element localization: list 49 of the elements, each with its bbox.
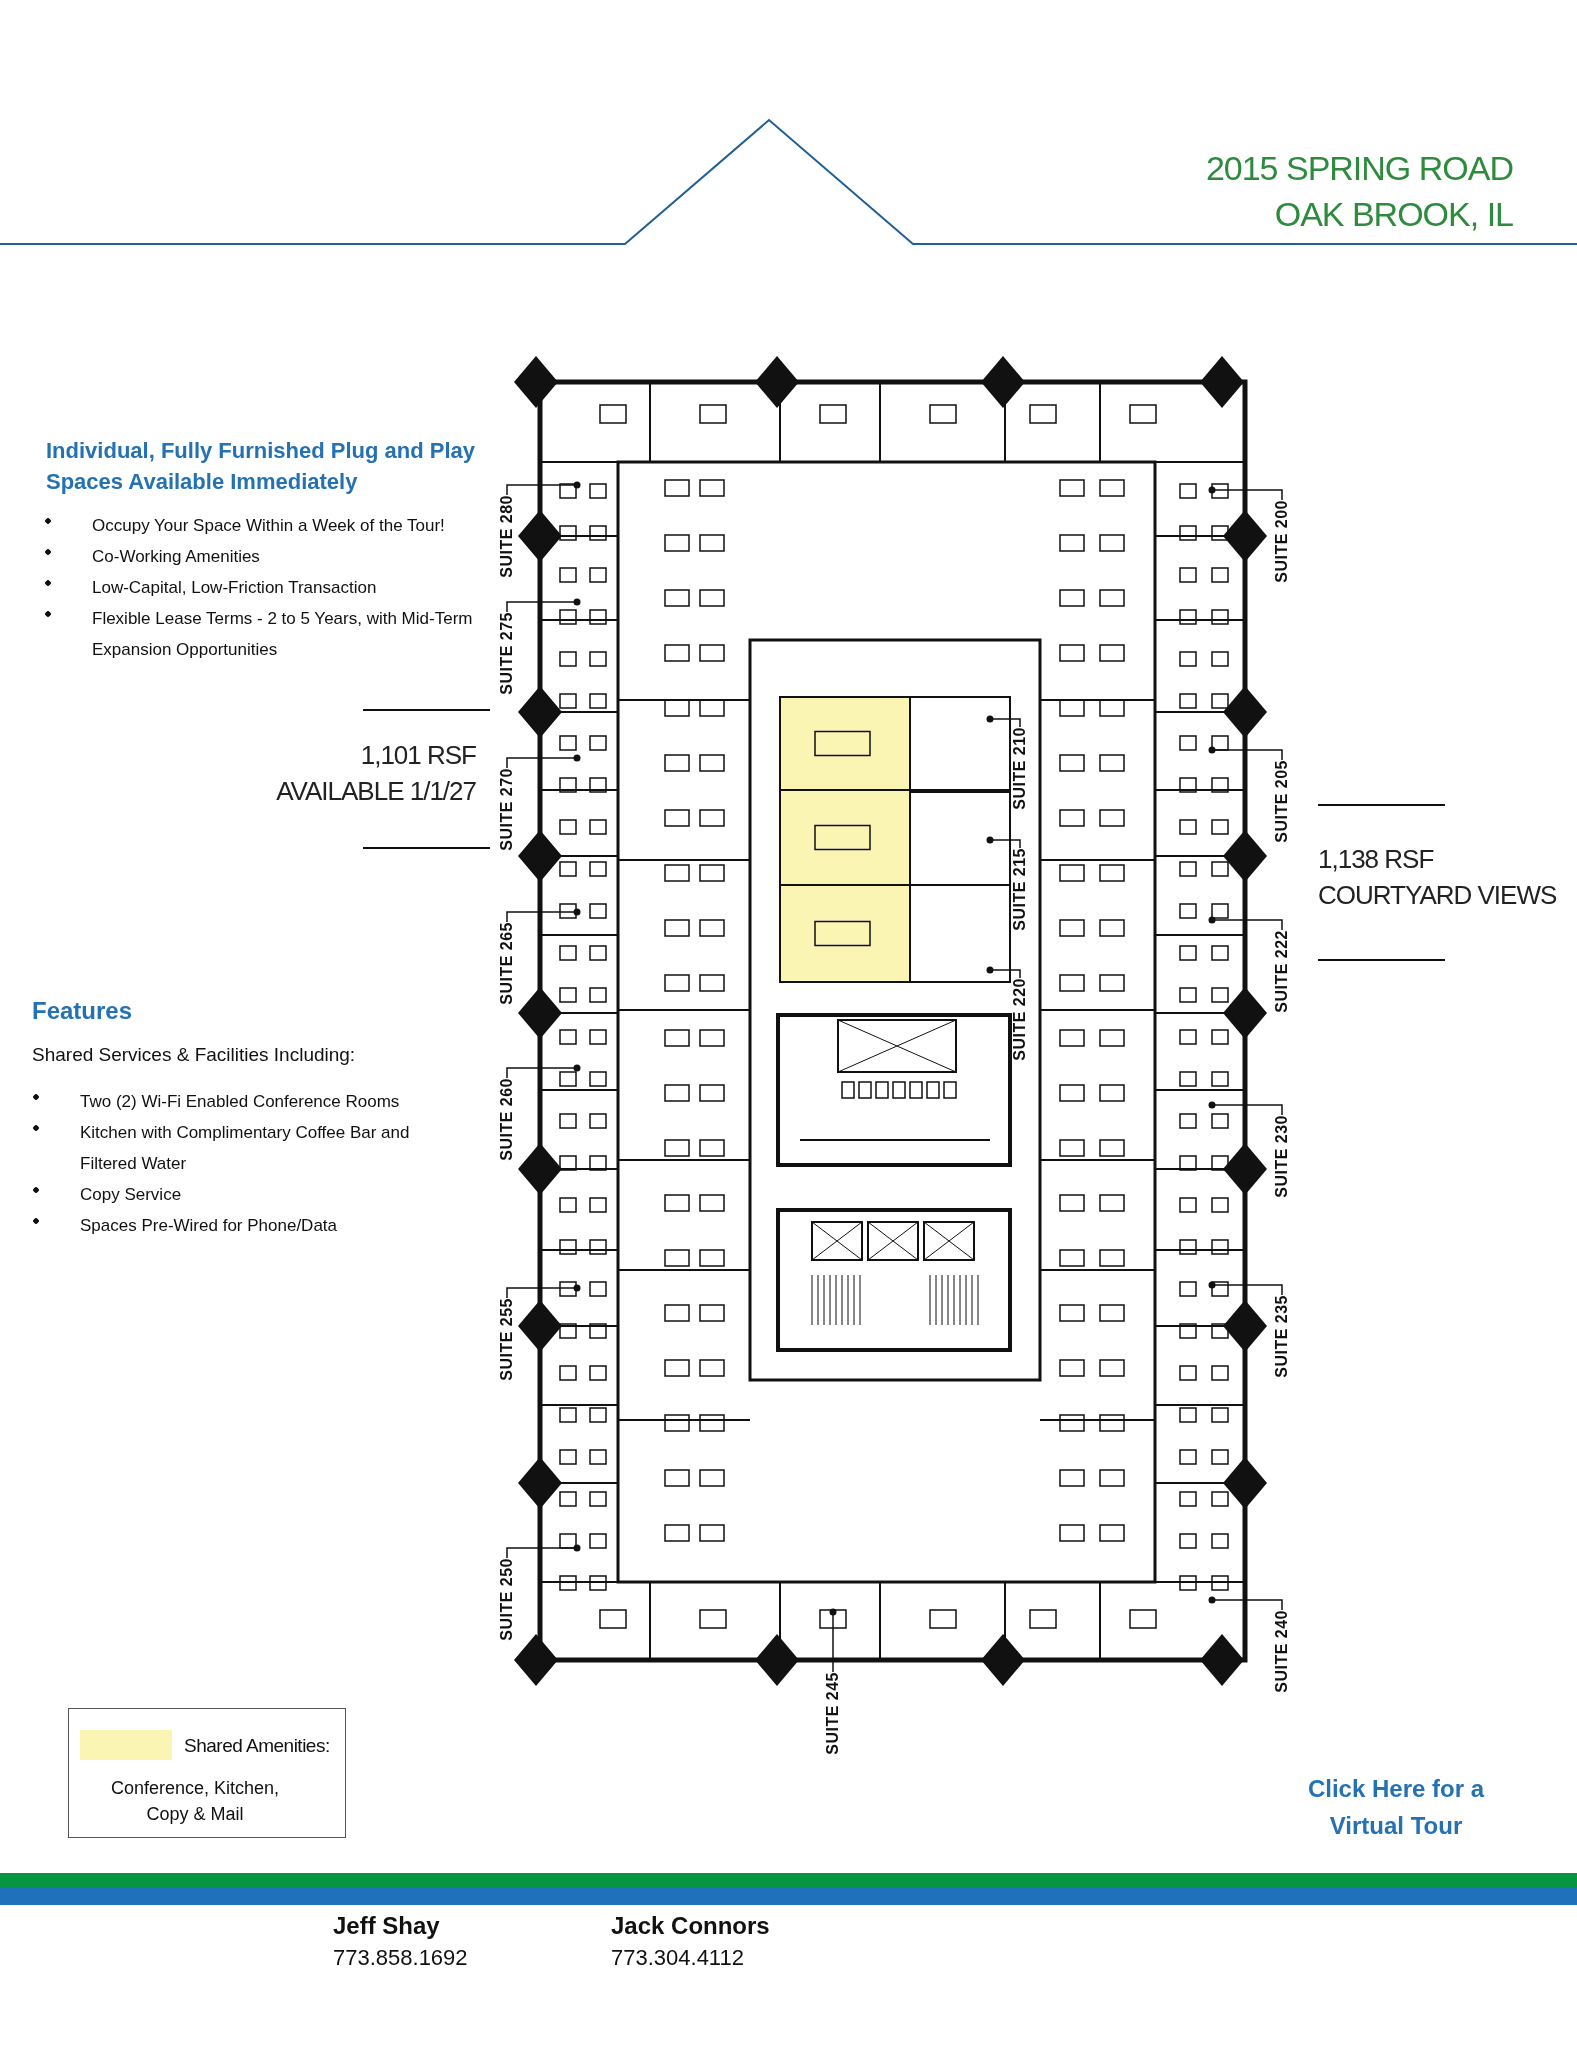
feature-heading: Individual, Fully Furnished Plug and Play Spaces Available Immediately <box>46 437 477 496</box>
suite-label: SUITE 275 <box>498 612 516 695</box>
availability-label: AVAILABLE 1/1/27 <box>276 775 476 808</box>
leader-line <box>506 1284 581 1299</box>
leader-line <box>1208 486 1283 501</box>
suite-label: SUITE 205 <box>1273 760 1291 843</box>
virtual-tour-link: Click Here for a Virtual Tour <box>1306 1774 1486 1841</box>
leader-line <box>506 1064 581 1079</box>
suite-label: SUITE 240 <box>1273 1610 1291 1693</box>
legend-note: Conference, Kitchen, Copy & Mail <box>109 1777 281 1826</box>
suite-label: SUITE 200 <box>1273 500 1291 583</box>
leader-line <box>1208 1281 1283 1296</box>
leader-line <box>506 1544 581 1559</box>
leader-line <box>506 598 581 613</box>
suite-label: SUITE 270 <box>498 768 516 851</box>
suite-label: SUITE 210 <box>1011 727 1029 810</box>
suite-label: SUITE 220 <box>1011 978 1029 1061</box>
suite-label: SUITE 265 <box>498 922 516 1005</box>
leader-line <box>1208 1596 1283 1611</box>
leader-line <box>986 836 1021 849</box>
suite-label: SUITE 250 <box>498 1558 516 1641</box>
leader-line <box>1208 746 1283 761</box>
leader-line <box>506 908 581 923</box>
suite-label: SUITE 245 <box>824 1672 842 1755</box>
leader-line <box>506 481 581 496</box>
suite-label: SUITE 255 <box>498 1298 516 1381</box>
suite-label: SUITE 230 <box>1273 1115 1291 1198</box>
suite-label: SUITE 235 <box>1273 1295 1291 1378</box>
leader-line <box>1208 916 1283 931</box>
area-label: 1,101 RSF <box>360 739 476 772</box>
leader-line <box>829 1608 837 1673</box>
phone-number: 773.304.4112 <box>611 1945 744 1971</box>
phone-number: 773.858.1692 <box>333 1945 468 1971</box>
area-label: 1,138 RSF <box>1318 843 1434 876</box>
services-intro: Shared Services & Facilities Including: <box>32 1044 356 1066</box>
contact-name: Jack Connors <box>611 1912 770 1940</box>
suite-label: SUITE 280 <box>498 495 516 578</box>
suite-label: SUITE 222 <box>1273 930 1291 1013</box>
contact-name: Jeff Shay <box>333 1912 440 1940</box>
suite-label: SUITE 215 <box>1011 848 1029 931</box>
leader-line <box>986 715 1021 728</box>
leader-line <box>506 754 581 769</box>
leader-line <box>986 966 1021 979</box>
feature-heading: Features <box>32 997 133 1025</box>
leader-line <box>1208 1101 1283 1116</box>
legend-text: Shared Amenities: <box>184 1735 330 1757</box>
suite-label: SUITE 260 <box>498 1078 516 1161</box>
view-label: COURTYARD VIEWS <box>1318 879 1557 912</box>
address-heading: 2015 SPRING ROAD OAK BROOK, IL <box>1204 148 1513 235</box>
